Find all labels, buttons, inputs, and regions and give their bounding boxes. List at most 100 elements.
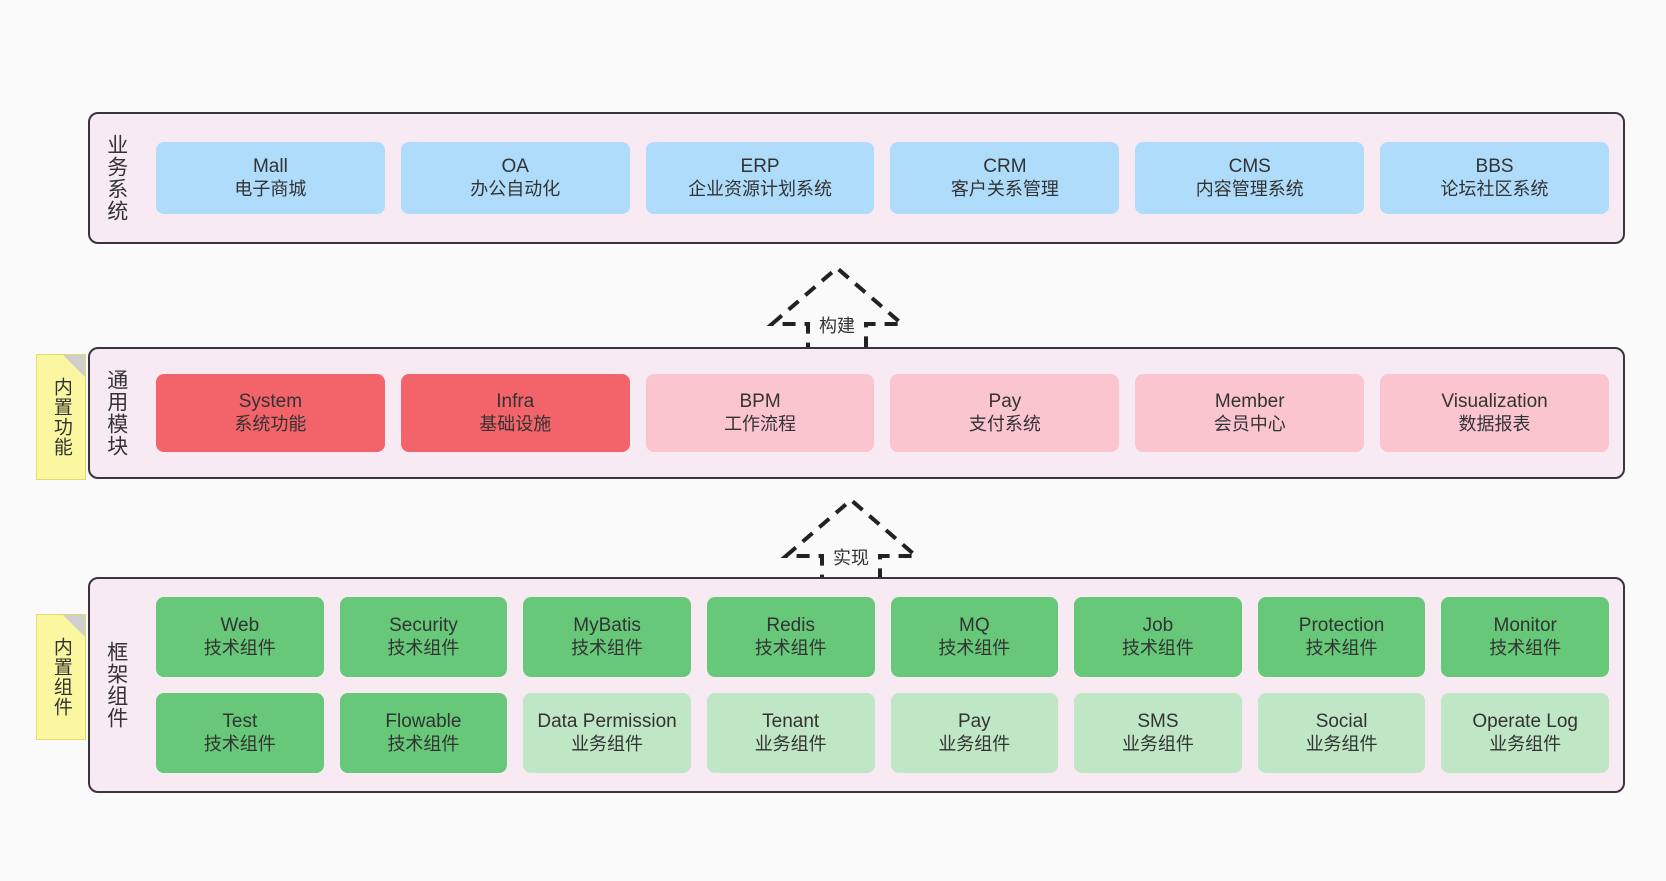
card-subtitle: 电子商城 xyxy=(234,178,307,199)
dashed-up-arrow-icon xyxy=(766,265,908,352)
card-operate-log[interactable]: Operate Log 业务组件 xyxy=(1441,693,1609,773)
card-visualization[interactable]: Visualization 数据报表 xyxy=(1380,374,1609,452)
card-subtitle: 会员中心 xyxy=(1213,413,1286,434)
card-title: BPM xyxy=(739,391,781,413)
card-subtitle: 技术组件 xyxy=(387,637,460,658)
card-job[interactable]: Job 技术组件 xyxy=(1074,597,1242,677)
card-flowable[interactable]: Flowable 技术组件 xyxy=(339,693,508,773)
card-redis[interactable]: Redis 技术组件 xyxy=(706,597,875,677)
card-title: Tenant xyxy=(762,711,820,733)
card-test[interactable]: Test 技术组件 xyxy=(156,693,324,773)
card-tenant[interactable]: Tenant 业务组件 xyxy=(706,693,875,773)
card-row: Web 技术组件 Security 技术组件 MyBatis 技术组件 Redi… xyxy=(156,597,1609,677)
card-infra[interactable]: Infra 基础设施 xyxy=(400,374,630,452)
card-mq[interactable]: MQ 技术组件 xyxy=(890,597,1059,677)
arrow-implement: 实现 xyxy=(776,492,926,584)
card-subtitle: 业务组件 xyxy=(1305,733,1378,754)
sticky-note-label: 内置组件 xyxy=(50,637,72,717)
arrow-label-implement: 实现 xyxy=(833,548,869,568)
card-title: Visualization xyxy=(1441,391,1548,413)
card-title: Monitor xyxy=(1493,615,1557,637)
card-title: Pay xyxy=(957,711,991,733)
card-subtitle: 技术组件 xyxy=(571,637,644,658)
card-title: Pay xyxy=(988,391,1022,413)
card-subtitle: 基础设施 xyxy=(479,413,552,434)
layer-business-systems: 业务系统 Mall 电子商城 OA 办公自动化 ERP 企业资源计划系统 CRM… xyxy=(88,112,1625,244)
card-title: Flowable xyxy=(385,711,462,733)
card-subtitle: 技术组件 xyxy=(938,637,1011,658)
card-title: Mall xyxy=(252,156,288,178)
card-bpm[interactable]: BPM 工作流程 xyxy=(645,374,875,452)
card-title: BBS xyxy=(1475,156,1514,178)
card-subtitle: 技术组件 xyxy=(1489,637,1562,658)
card-data-permission[interactable]: Data Permission 业务组件 xyxy=(523,693,691,773)
sticky-note-label: 内置功能 xyxy=(50,377,72,457)
card-subtitle: 业务组件 xyxy=(571,733,644,754)
card-row: Test 技术组件 Flowable 技术组件 Data Permission … xyxy=(156,693,1609,773)
card-mybatis[interactable]: MyBatis 技术组件 xyxy=(523,597,691,677)
card-row: System 系统功能 Infra 基础设施 BPM 工作流程 Pay 支付系统… xyxy=(156,374,1609,452)
card-title: Redis xyxy=(766,615,815,637)
card-title: CMS xyxy=(1228,156,1271,178)
card-subtitle: 系统功能 xyxy=(234,413,307,434)
card-subtitle: 内容管理系统 xyxy=(1195,178,1304,199)
card-title: CRM xyxy=(983,156,1027,178)
sticky-note-builtin-components: 内置组件 xyxy=(36,614,86,740)
card-title: System xyxy=(238,391,303,413)
arrow-build: 构建 xyxy=(762,260,912,352)
card-subtitle: 技术组件 xyxy=(203,733,276,754)
card-member[interactable]: Member 会员中心 xyxy=(1135,374,1365,452)
card-title: Member xyxy=(1214,391,1285,413)
card-subtitle: 技术组件 xyxy=(203,637,276,658)
card-subtitle: 技术组件 xyxy=(1121,637,1194,658)
layer-body-framework: Web 技术组件 Security 技术组件 MyBatis 技术组件 Redi… xyxy=(142,579,1623,791)
card-title: Security xyxy=(389,615,458,637)
card-subtitle: 技术组件 xyxy=(754,637,827,658)
card-title: Infra xyxy=(496,391,535,413)
card-oa[interactable]: OA 办公自动化 xyxy=(400,142,630,214)
card-subtitle: 客户关系管理 xyxy=(950,178,1059,199)
card-subtitle: 技术组件 xyxy=(387,733,460,754)
layer-title-business: 业务系统 xyxy=(104,134,128,222)
card-mall[interactable]: Mall 电子商城 xyxy=(156,142,385,214)
card-title: ERP xyxy=(740,156,780,178)
card-monitor[interactable]: Monitor 技术组件 xyxy=(1441,597,1609,677)
arrow-label-build: 构建 xyxy=(819,316,855,336)
page-fold-icon xyxy=(63,615,85,637)
card-security[interactable]: Security 技术组件 xyxy=(339,597,508,677)
card-web[interactable]: Web 技术组件 xyxy=(156,597,324,677)
card-title: Data Permission xyxy=(537,711,677,733)
layer-framework-components: 框架组件 Web 技术组件 Security 技术组件 MyBatis 技术组件… xyxy=(88,577,1625,793)
card-erp[interactable]: ERP 企业资源计划系统 xyxy=(645,142,875,214)
card-protection[interactable]: Protection 技术组件 xyxy=(1257,597,1426,677)
card-subtitle: 企业资源计划系统 xyxy=(688,178,833,199)
layer-title-common: 通用模块 xyxy=(104,369,128,457)
card-title: MQ xyxy=(959,615,990,637)
card-subtitle: 业务组件 xyxy=(938,733,1011,754)
card-crm[interactable]: CRM 客户关系管理 xyxy=(890,142,1120,214)
card-cms[interactable]: CMS 内容管理系统 xyxy=(1135,142,1365,214)
card-social[interactable]: Social 业务组件 xyxy=(1257,693,1426,773)
card-subtitle: 业务组件 xyxy=(1121,733,1194,754)
card-pay[interactable]: Pay 支付系统 xyxy=(890,374,1120,452)
card-title: Protection xyxy=(1298,615,1385,637)
card-subtitle: 数据报表 xyxy=(1458,413,1531,434)
dashed-up-arrow-icon xyxy=(780,497,922,584)
card-title: OA xyxy=(501,156,529,178)
card-subtitle: 业务组件 xyxy=(754,733,827,754)
card-subtitle: 业务组件 xyxy=(1489,733,1562,754)
card-title: MyBatis xyxy=(573,615,641,637)
card-subtitle: 技术组件 xyxy=(1305,637,1378,658)
card-subtitle: 支付系统 xyxy=(968,413,1041,434)
layer-body-business: Mall 电子商城 OA 办公自动化 ERP 企业资源计划系统 CRM 客户关系… xyxy=(142,114,1623,242)
page-fold-icon xyxy=(63,355,85,377)
layer-common-modules: 通用模块 System 系统功能 Infra 基础设施 BPM 工作流程 Pay… xyxy=(88,347,1625,479)
card-subtitle: 论坛社区系统 xyxy=(1440,178,1549,199)
card-sms[interactable]: SMS 业务组件 xyxy=(1074,693,1242,773)
layer-title-framework: 框架组件 xyxy=(104,641,128,729)
card-bbs[interactable]: BBS 论坛社区系统 xyxy=(1380,142,1609,214)
card-row: Mall 电子商城 OA 办公自动化 ERP 企业资源计划系统 CRM 客户关系… xyxy=(156,142,1609,214)
card-pay-component[interactable]: Pay 业务组件 xyxy=(890,693,1059,773)
card-title: Job xyxy=(1142,615,1174,637)
card-system[interactable]: System 系统功能 xyxy=(156,374,385,452)
